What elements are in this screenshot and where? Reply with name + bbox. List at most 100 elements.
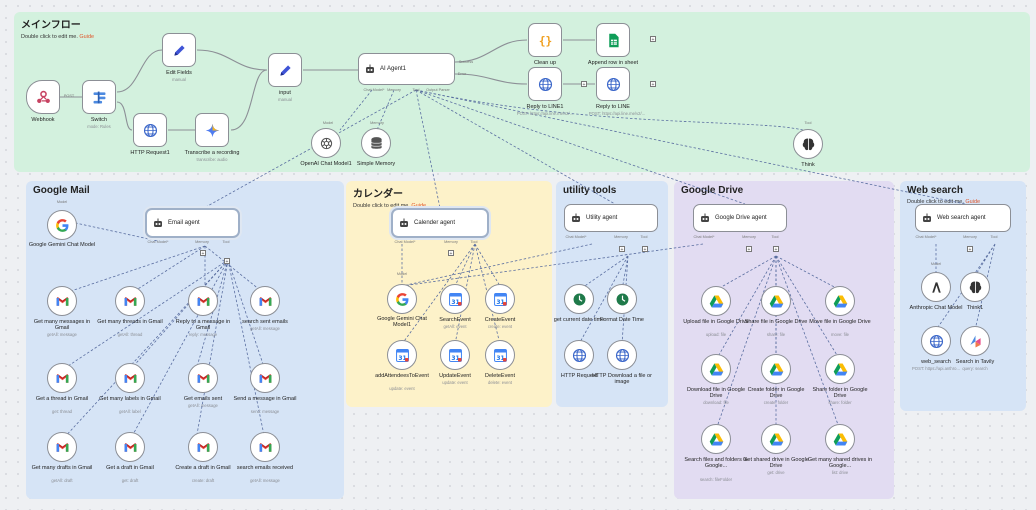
ai-agent1-node[interactable]: AI Agent1 bbox=[358, 53, 455, 85]
get-a-thread-in-gmail-node[interactable] bbox=[47, 363, 77, 393]
anthropic-model-node[interactable] bbox=[921, 272, 951, 302]
tavily-icon bbox=[969, 335, 981, 347]
create-a-draft-in-gmail-node[interactable] bbox=[188, 432, 218, 462]
createevent-node[interactable]: 31 bbox=[485, 284, 515, 314]
input-node[interactable] bbox=[268, 53, 302, 87]
searchevent-node[interactable]: 31 bbox=[440, 284, 470, 314]
ai-agent1-out-success: Success bbox=[458, 60, 474, 64]
transcribe-label: Transcribe a recording bbox=[184, 150, 240, 156]
calendar-gemini-model-node[interactable] bbox=[387, 284, 417, 314]
reply-line-node[interactable] bbox=[596, 67, 630, 101]
append-row-node[interactable] bbox=[596, 23, 630, 57]
move-file-in-google-drive-node[interactable] bbox=[825, 286, 855, 316]
tool-label: Create a draft in Gmail bbox=[175, 465, 231, 471]
add-node-button[interactable]: + bbox=[650, 81, 656, 88]
gmail-icon bbox=[197, 373, 209, 383]
get-shared-drive-in-google-drive-node[interactable] bbox=[761, 424, 791, 454]
add-memory-button[interactable]: + bbox=[619, 246, 625, 253]
get-many-threads-in-gmail-node[interactable] bbox=[115, 286, 145, 316]
get-many-labels-in-gmail-node[interactable] bbox=[115, 363, 145, 393]
ai-agent1-port-parser: Output Parser bbox=[426, 88, 450, 92]
send-a-message-in-gmail-node[interactable] bbox=[250, 363, 280, 393]
get-emails-sent-node[interactable] bbox=[188, 363, 218, 393]
add-node-button[interactable]: + bbox=[581, 81, 587, 88]
download-file-in-google-drive-node[interactable] bbox=[701, 354, 731, 384]
get-current-date-time-node[interactable] bbox=[564, 284, 594, 314]
get-many-drafts-in-gmail-node[interactable] bbox=[47, 432, 77, 462]
add-memory-button[interactable]: + bbox=[746, 246, 752, 253]
tool-label: Search files and folders in Google... bbox=[684, 457, 748, 470]
tool-label: Get a thread in Gmail bbox=[35, 396, 89, 402]
think-node[interactable] bbox=[793, 129, 823, 159]
tool-sub: getAll: draft bbox=[51, 478, 73, 484]
reply-line1-node[interactable] bbox=[528, 67, 562, 101]
drive-agent-node[interactable]: Google Drive agent bbox=[693, 204, 787, 232]
addattendeestoevent-node[interactable]: 31 bbox=[387, 340, 417, 370]
get-a-draft-in-gmail-node[interactable] bbox=[115, 432, 145, 462]
google-calendar-icon: 31 bbox=[493, 292, 507, 306]
gmail-gemini-model-node[interactable] bbox=[47, 210, 77, 240]
openai-chat-model1-node[interactable] bbox=[311, 128, 341, 158]
search-sent-emails-node[interactable] bbox=[250, 286, 280, 316]
share-folder-in-google-drive-node[interactable] bbox=[825, 354, 855, 384]
share-file-in-google-drive-node[interactable] bbox=[761, 286, 791, 316]
webhook-node[interactable] bbox=[26, 80, 60, 114]
google-icon bbox=[395, 292, 408, 306]
http-request1-node[interactable] bbox=[133, 113, 167, 147]
robot-icon bbox=[366, 64, 374, 73]
updateevent-node[interactable]: 31 bbox=[440, 340, 470, 370]
add-memory-button[interactable]: + bbox=[448, 250, 454, 257]
utility-agent-node[interactable]: Utility agent bbox=[564, 204, 658, 232]
clean-up-label: Clean up bbox=[533, 60, 557, 66]
upload-file-in-google-drive-node[interactable] bbox=[701, 286, 731, 316]
tool-label: Get many shared drives in Google... bbox=[807, 457, 873, 470]
gmail-model-port: Model bbox=[56, 200, 68, 204]
format-date-time-node[interactable] bbox=[607, 284, 637, 314]
google-drive-icon bbox=[709, 295, 723, 307]
calendar-agent-port-memory: Memory bbox=[444, 240, 458, 244]
search-files-and-folders-in-google-node[interactable] bbox=[701, 424, 731, 454]
add-memory-button[interactable]: + bbox=[967, 246, 973, 253]
tool-sub: get: thread bbox=[51, 409, 73, 415]
reply-to-a-message-in-gmail-node[interactable] bbox=[188, 286, 218, 316]
clean-up-node[interactable]: {} bbox=[528, 23, 562, 57]
add-node-button[interactable]: + bbox=[650, 36, 656, 43]
search-emails-received-node[interactable] bbox=[250, 432, 280, 462]
globe-icon bbox=[143, 123, 157, 137]
http-request-node[interactable] bbox=[564, 340, 594, 370]
svg-text:31: 31 bbox=[398, 354, 406, 361]
add-memory-button[interactable]: + bbox=[200, 250, 206, 257]
transcribe-node[interactable] bbox=[195, 113, 229, 147]
tavily-node[interactable] bbox=[960, 326, 990, 356]
add-tool-button[interactable]: + bbox=[642, 246, 648, 253]
tool-label: Get emails sent bbox=[183, 396, 223, 402]
get-many-shared-drives-in-google-node[interactable] bbox=[825, 424, 855, 454]
switch-label: Switch bbox=[90, 117, 108, 123]
tool-sub: getAll: message bbox=[47, 332, 77, 338]
calendar-agent-node[interactable]: Calender agent bbox=[391, 208, 489, 238]
think-port: Tool bbox=[804, 121, 812, 125]
clock-icon bbox=[573, 293, 585, 305]
add-tool-button[interactable]: + bbox=[773, 246, 779, 253]
add-tool-button[interactable]: + bbox=[224, 258, 230, 265]
simple-memory-node[interactable] bbox=[361, 128, 391, 158]
deleteevent-node[interactable]: 31 bbox=[485, 340, 515, 370]
http-download-a-file-or-image-node[interactable] bbox=[607, 340, 637, 370]
tool-label: Get many threads in Gmail bbox=[97, 319, 163, 325]
email-agent-node[interactable]: Email agent bbox=[145, 208, 240, 238]
tool-sub: reply: message bbox=[188, 332, 218, 338]
create-folder-in-google-drive-node[interactable] bbox=[761, 354, 791, 384]
think1-node[interactable] bbox=[960, 272, 990, 302]
tool-label: Share file in Google Drive bbox=[744, 319, 808, 325]
web-search-tool-node[interactable] bbox=[921, 326, 951, 356]
gmail-icon bbox=[197, 296, 209, 306]
web-search-agent-node[interactable]: Web search agent bbox=[915, 204, 1011, 232]
svg-text:31: 31 bbox=[496, 298, 504, 305]
switch-node[interactable] bbox=[82, 80, 116, 114]
get-many-messages-in-gmail-node[interactable] bbox=[47, 286, 77, 316]
sticky-title: Google Drive bbox=[681, 185, 744, 196]
web-search-tool-sub: POST: https://api.anthro... bbox=[912, 366, 960, 371]
edit-fields-node[interactable] bbox=[162, 33, 196, 67]
tavily-label: Search in Tavily bbox=[955, 359, 995, 365]
webhook-label: Webhook bbox=[31, 117, 55, 123]
